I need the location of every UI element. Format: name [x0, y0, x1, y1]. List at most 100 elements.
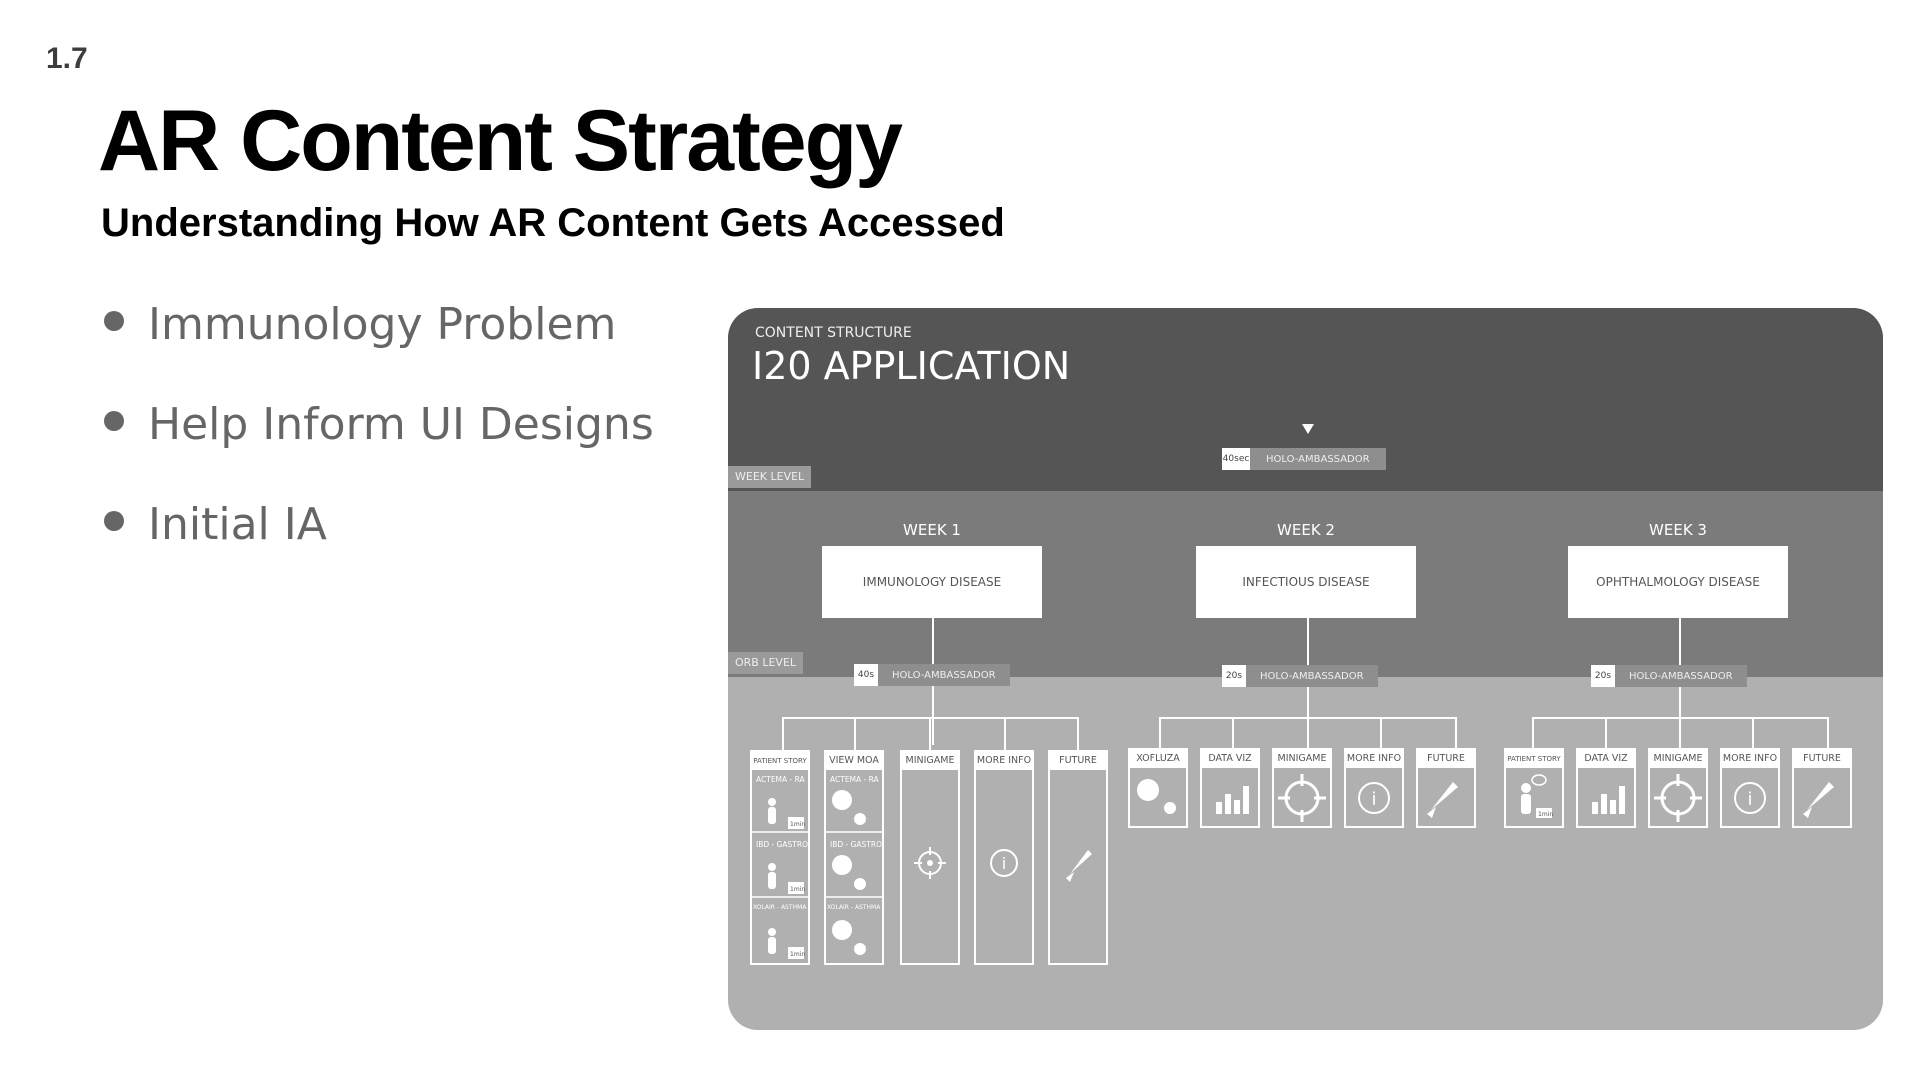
badge-text: 1min [790, 886, 805, 893]
target-icon [914, 847, 946, 879]
person-icon [768, 928, 776, 954]
diagram-header-big: I20 APPLICATION [752, 344, 1071, 388]
svg-text:i: i [1371, 789, 1376, 810]
rocket-icon [1427, 782, 1458, 818]
tile-data-viz: DATA VIZ [1200, 748, 1260, 828]
tile-future: FUTURE [1416, 748, 1476, 828]
column-label: MINIGAME [902, 752, 958, 770]
holo-time: 40sec [1222, 448, 1250, 470]
tile-data-viz: DATA VIZ [1576, 748, 1636, 828]
speech-bubble-icon [1531, 774, 1547, 786]
holo-time: 20s [1591, 665, 1615, 687]
column-label: PATIENT STORY [752, 752, 808, 770]
slide-title: AR Content Strategy [98, 93, 903, 189]
info-icon: i [990, 849, 1018, 877]
tile-more-info: MORE INFO [1720, 748, 1780, 828]
rocket-icon [1803, 782, 1834, 818]
virus-icon [832, 920, 866, 955]
down-arrow-icon [1302, 424, 1314, 434]
tile-patient-story: PATIENT STORY [1504, 748, 1564, 828]
virus-icon [832, 790, 866, 825]
tile-minigame: MINIGAME [1272, 748, 1332, 828]
bullet-item: Initial IA [104, 499, 327, 550]
disease-box: IMMUNOLOGY DISEASE [822, 546, 1042, 618]
column-future: FUTURE [1048, 750, 1108, 965]
bullet-dot-icon [104, 411, 124, 431]
week1-big-icons: i [914, 847, 1092, 882]
holo-label: HOLO-AMBASSADOR [1246, 665, 1378, 687]
badge-text: 1min [1538, 811, 1553, 818]
sub-label: IBD - GASTRO [830, 840, 883, 849]
column-label: FUTURE [1794, 750, 1850, 768]
week-level-label: WEEK LEVEL [728, 466, 812, 488]
holo-ambassador: 20s HOLO-AMBASSADOR [1222, 665, 1378, 687]
holo-time: 20s [1222, 665, 1246, 687]
orb-level-label: ORB LEVEL [728, 652, 804, 674]
svg-text:i: i [1002, 854, 1006, 873]
rocket-icon [1066, 850, 1092, 882]
column-label: MINIGAME [1274, 750, 1330, 768]
sub-label: ACTEMA - RA [756, 775, 805, 784]
holo-label: HOLO-AMBASSADOR [1615, 665, 1747, 687]
disease-box: INFECTIOUS DISEASE [1196, 546, 1416, 618]
info-icon [1734, 782, 1766, 814]
column-view-moa: VIEW MOA [824, 750, 884, 965]
content-structure-diagram: CONTENT STRUCTURE I20 APPLICATION 40sec … [728, 308, 1883, 1030]
diagram-header-small: CONTENT STRUCTURE [755, 325, 912, 341]
column-label: XOFLUZA [1130, 750, 1186, 768]
column-label: MORE INFO [976, 752, 1032, 770]
target-icon [1278, 774, 1326, 822]
bar-chart-icon [1592, 786, 1625, 814]
bullet-text: Immunology Problem [148, 299, 617, 350]
column-label: FUTURE [1050, 752, 1106, 770]
holo-label: HOLO-AMBASSADOR [1250, 448, 1386, 470]
column-label: PATIENT STORY [1506, 750, 1562, 768]
bullet-item: Immunology Problem [104, 299, 616, 350]
sub-label: ACTEMA - RA [830, 775, 879, 784]
virus-icon [832, 855, 866, 890]
column-minigame: MINIGAME [900, 750, 960, 965]
tile-more-info: MORE INFO [1344, 748, 1404, 828]
svg-text:i: i [1747, 789, 1752, 810]
bullet-dot-icon [104, 311, 124, 331]
person-icon [1521, 783, 1531, 814]
column-patient-story: PATIENT STORY [750, 750, 810, 965]
person-icon [768, 798, 776, 824]
person-icon [768, 863, 776, 889]
holo-time: 40s [854, 664, 878, 686]
info-icon [1358, 782, 1390, 814]
target-icon [1654, 774, 1702, 822]
sub-label: IBD - GASTRO [756, 840, 809, 849]
virus-icon [1137, 779, 1176, 814]
slide-subtitle: Understanding How AR Content Gets Access… [101, 201, 1005, 245]
week-label: WEEK 1 [903, 521, 961, 539]
column-label: DATA VIZ [1578, 750, 1634, 768]
bullet-text: Help Inform UI Designs [148, 399, 654, 450]
tile-future: FUTURE [1792, 748, 1852, 828]
column-label: VIEW MOA [826, 752, 882, 770]
column-label: FUTURE [1418, 750, 1474, 768]
bar-chart-icon [1216, 786, 1249, 814]
bullet-text: Initial IA [148, 499, 327, 550]
badge-text: 1min [790, 951, 805, 958]
column-label: MINIGAME [1650, 750, 1706, 768]
tile-xofluza: XOFLUZA [1128, 748, 1188, 828]
bullet-item: Help Inform UI Designs [104, 399, 654, 450]
column-label: MORE INFO [1346, 750, 1402, 768]
sub-label: XOLAIR - ASTHMA [753, 904, 807, 911]
week-label: WEEK 2 [1277, 521, 1335, 539]
column-label: MORE INFO [1722, 750, 1778, 768]
column-more-info: MORE INFO [974, 750, 1034, 965]
tile-minigame: MINIGAME [1648, 748, 1708, 828]
root-holo-ambassador: 40sec HOLO-AMBASSADOR [1222, 448, 1386, 470]
badge-text: 1min [790, 821, 805, 828]
holo-ambassador: 40s HOLO-AMBASSADOR [854, 664, 1010, 686]
slide-number: 1.7 [46, 42, 88, 75]
week1-cell-icons: 1min 1min 1min [752, 790, 882, 959]
disease-box: OPHTHALMOLOGY DISEASE [1568, 546, 1788, 618]
sub-label: XOLAIR - ASTHMA [827, 904, 881, 911]
bullet-dot-icon [104, 511, 124, 531]
holo-label: HOLO-AMBASSADOR [878, 664, 1010, 686]
week-label: WEEK 3 [1649, 521, 1707, 539]
holo-ambassador: 20s HOLO-AMBASSADOR [1591, 665, 1747, 687]
